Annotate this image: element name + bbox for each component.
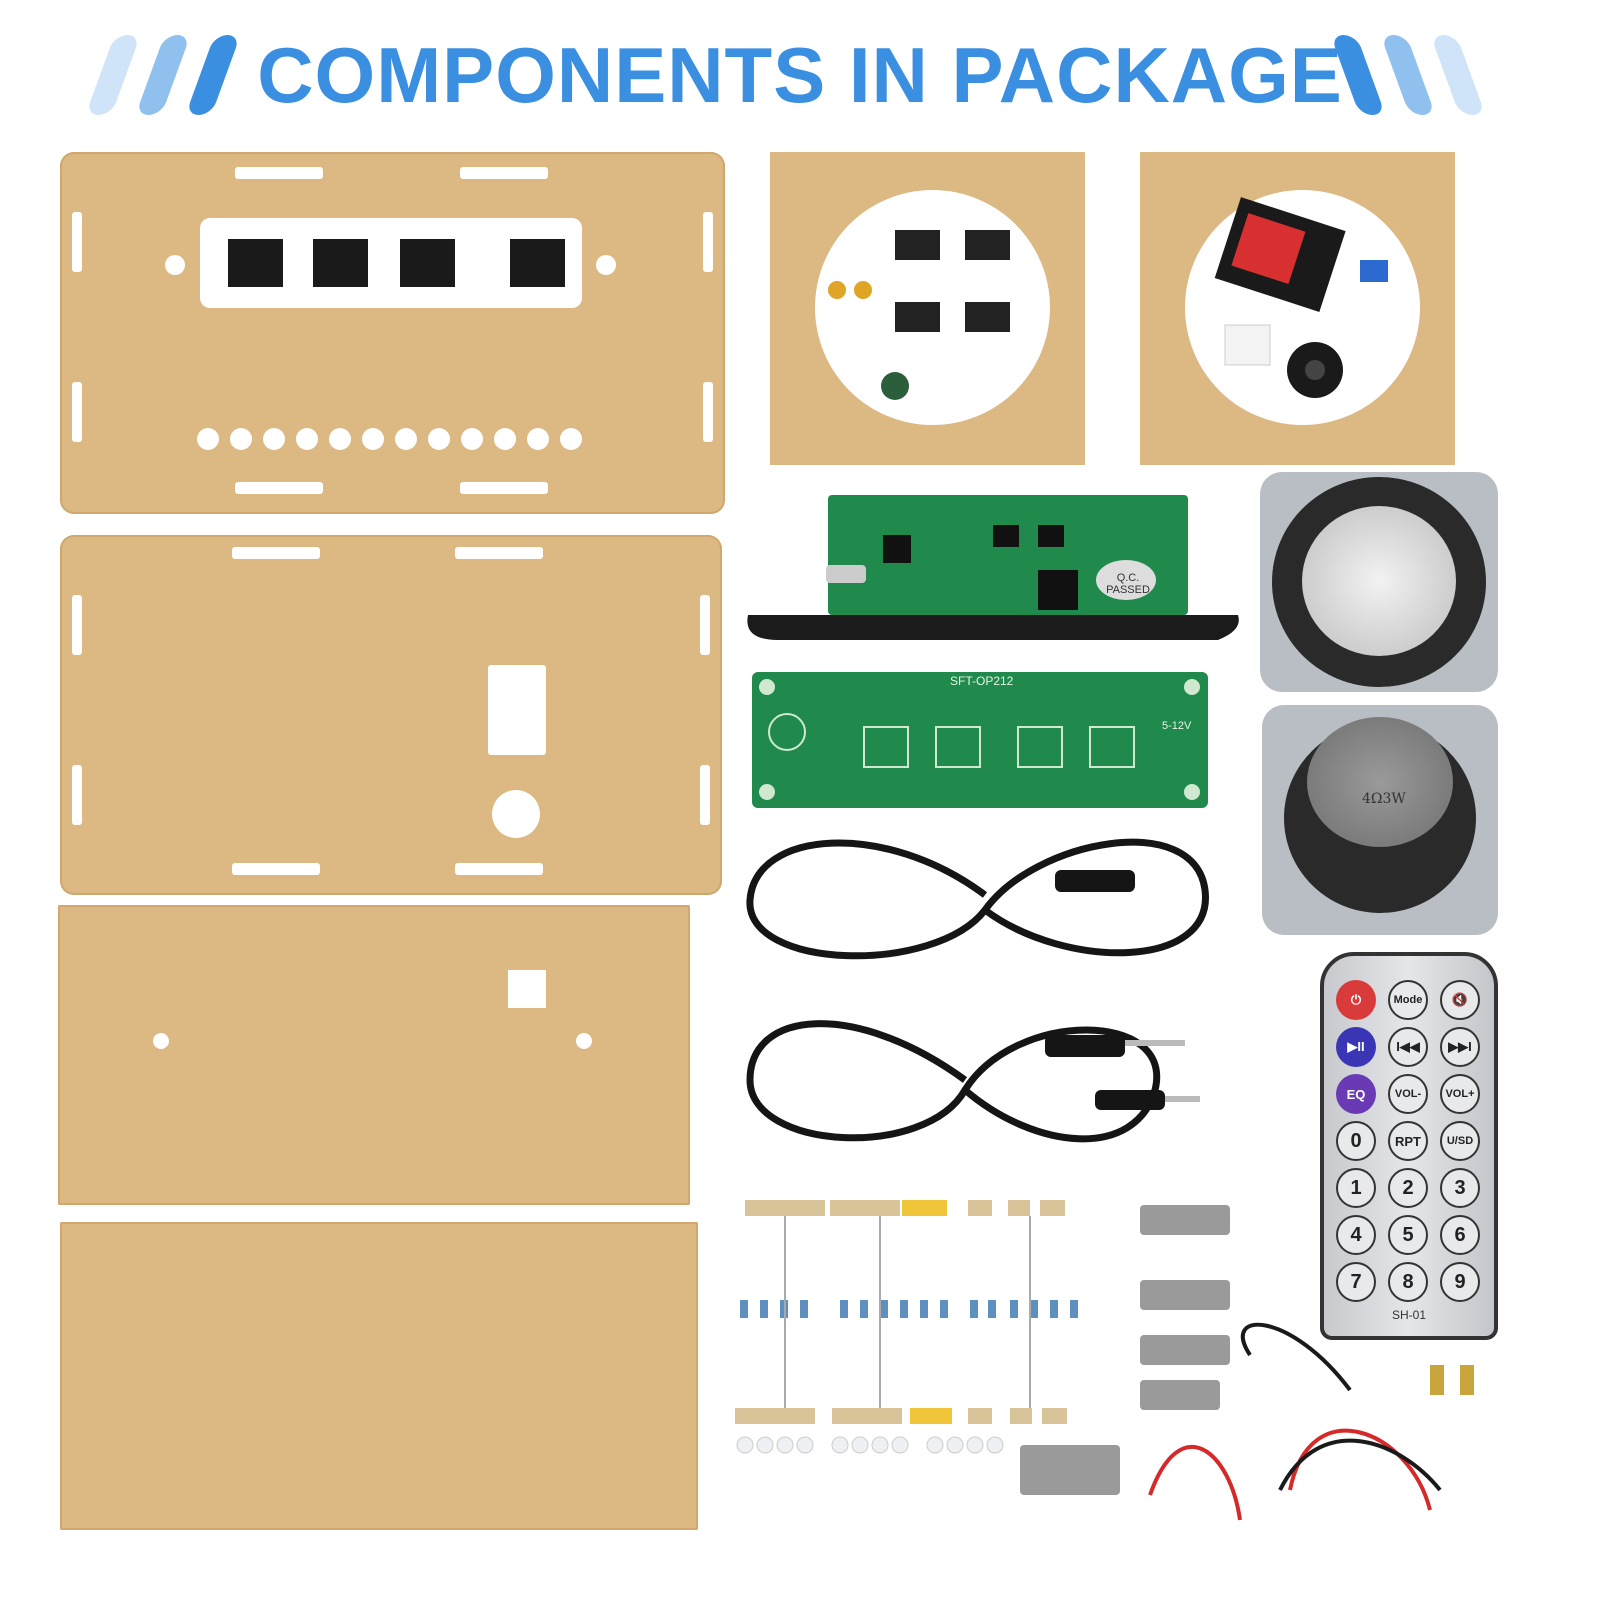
- key-8-button[interactable]: 8: [1388, 1262, 1428, 1302]
- bluetooth-mp3-board: [747, 495, 1239, 640]
- resistors: [740, 1300, 1078, 1318]
- play-pause-button[interactable]: ▶II: [1336, 1027, 1376, 1067]
- small-components: [735, 1200, 1474, 1521]
- previous-button[interactable]: I◀◀: [1388, 1027, 1428, 1067]
- ic-sockets: [228, 239, 565, 287]
- board-label: SFT-OP212: [950, 674, 1014, 688]
- page-title: COMPONENTS IN PACKAGE: [257, 31, 1343, 119]
- key-4-button[interactable]: 4: [1336, 1215, 1376, 1255]
- key-vol--button[interactable]: VOL+: [1440, 1074, 1480, 1114]
- led-holes: [197, 428, 582, 450]
- aux-cable: [746, 1020, 1161, 1143]
- board-voltage: 5-12V: [1162, 720, 1192, 732]
- key-mode-button[interactable]: Mode: [1388, 980, 1428, 1020]
- wires: [1148, 1322, 1442, 1521]
- remote-model: SH-01: [1391, 1308, 1426, 1322]
- side-panel-front: [58, 905, 690, 1205]
- usb-cutout: [488, 665, 546, 755]
- key-1-button[interactable]: 1: [1336, 1168, 1376, 1208]
- mute-button[interactable]: 🔇: [1440, 980, 1480, 1020]
- qc-passed-sticker: Q.C. PASSED: [1106, 572, 1150, 596]
- switch-and-jack: [1214, 197, 1388, 398]
- key-3-button[interactable]: 3: [1440, 1168, 1480, 1208]
- key-6-button[interactable]: 6: [1440, 1215, 1480, 1255]
- power-button[interactable]: ⏻: [1336, 980, 1376, 1020]
- key-7-button[interactable]: 7: [1336, 1262, 1376, 1302]
- amplifier-board: SFT-OP212 5-12V: [752, 672, 1208, 808]
- small-parts: [828, 230, 1010, 400]
- side-panel-back: [60, 1222, 698, 1530]
- speaker-rating: 4Ω3W: [1362, 791, 1406, 807]
- key-2-button[interactable]: 2: [1388, 1168, 1428, 1208]
- speaker-front: [1260, 472, 1498, 692]
- key-u-sd-button[interactable]: U/SD: [1440, 1121, 1480, 1161]
- key-vol--button[interactable]: VOL-: [1388, 1074, 1428, 1114]
- speaker-frame-left: [770, 152, 1085, 465]
- usb-dc-cable: [746, 838, 1209, 960]
- next-button[interactable]: ▶▶I: [1440, 1027, 1480, 1067]
- speaker-frame-right: [1140, 152, 1455, 465]
- cables: [746, 838, 1209, 1143]
- speaker-back: 4Ω3W: [1262, 705, 1498, 935]
- key-0-button[interactable]: 0: [1336, 1121, 1376, 1161]
- dc-jack-hole: [492, 790, 540, 838]
- key-5-button[interactable]: 5: [1388, 1215, 1428, 1255]
- key-9-button[interactable]: 9: [1440, 1262, 1480, 1302]
- top-panel: [60, 152, 725, 514]
- screws-nuts: [1020, 1205, 1230, 1495]
- leds: [736, 1436, 1004, 1454]
- key-rpt-button[interactable]: RPT: [1388, 1121, 1428, 1161]
- key-eq-button[interactable]: EQ: [1336, 1074, 1376, 1114]
- bottom-panel: [60, 535, 722, 895]
